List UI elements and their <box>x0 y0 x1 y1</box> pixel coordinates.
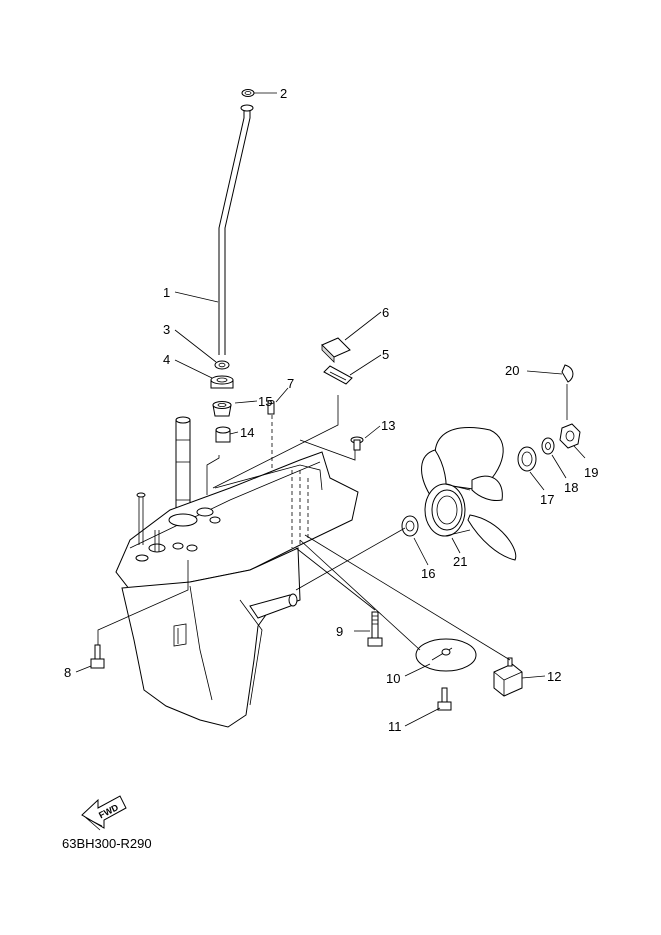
cotter-pin-20 <box>561 364 574 383</box>
part-code: 63BH300-R290 <box>62 836 152 851</box>
callout-4: 4 <box>163 352 170 367</box>
bolt-11 <box>437 687 452 711</box>
lower-casing <box>115 416 359 728</box>
damper-6 <box>321 337 351 363</box>
callout-15: 15 <box>258 394 272 409</box>
callout-7: 7 <box>287 376 294 391</box>
propeller-21 <box>421 426 517 561</box>
bushing-14 <box>215 426 231 443</box>
callout-16: 16 <box>421 566 435 581</box>
trim-tab-10 <box>415 638 477 672</box>
seal-15 <box>212 401 232 417</box>
callout-3: 3 <box>163 322 170 337</box>
spacer-17 <box>517 446 537 472</box>
bolt-9 <box>367 611 383 647</box>
callout-12: 12 <box>547 669 561 684</box>
anode-12 <box>493 657 523 697</box>
dowel-pin-7 <box>267 400 275 415</box>
fwd-arrow-icon: FWD <box>81 795 127 831</box>
callout-9: 9 <box>336 624 343 639</box>
nut-19 <box>559 423 581 449</box>
callout-13: 13 <box>381 418 395 433</box>
grommet-4 <box>210 375 234 389</box>
callout-6: 6 <box>382 305 389 320</box>
callout-11: 11 <box>388 719 402 734</box>
callout-17: 17 <box>540 492 554 507</box>
callout-labels: 2 1 3 4 15 14 6 5 7 13 20 19 18 17 21 16… <box>64 86 598 734</box>
assembly-lines <box>97 384 568 661</box>
callout-14: 14 <box>240 425 254 440</box>
callout-20: 20 <box>505 363 519 378</box>
washer-18 <box>541 437 555 455</box>
callout-5: 5 <box>382 347 389 362</box>
water-tube <box>218 104 254 355</box>
callout-18: 18 <box>564 480 578 495</box>
bolt-8 <box>90 644 105 669</box>
thrust-washer-16 <box>401 515 419 537</box>
callout-8: 8 <box>64 665 71 680</box>
callout-10: 10 <box>386 671 400 686</box>
callout-1: 1 <box>163 285 170 300</box>
callout-21: 21 <box>453 554 467 569</box>
grommet-3 <box>214 360 230 370</box>
bolt-13 <box>350 436 364 451</box>
plate-5 <box>323 365 353 385</box>
grommet-top <box>241 89 255 97</box>
callout-2: 2 <box>280 86 287 101</box>
leader-lines <box>75 92 586 727</box>
callout-19: 19 <box>584 465 598 480</box>
